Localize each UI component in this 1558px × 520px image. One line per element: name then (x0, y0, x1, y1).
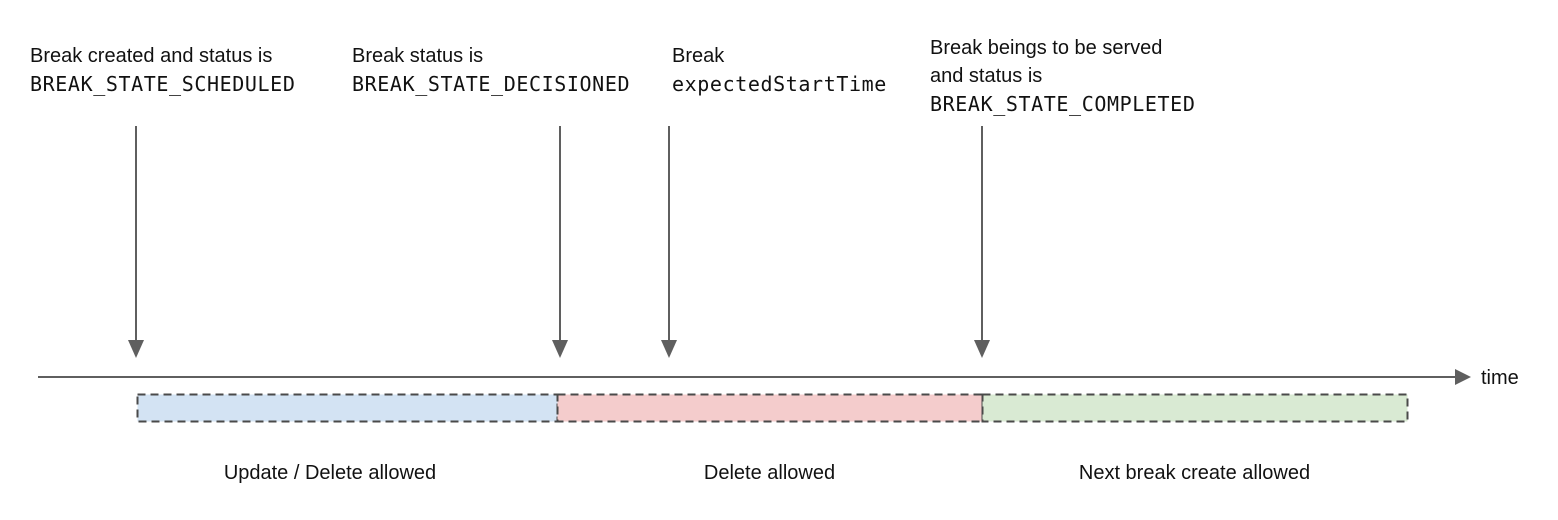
arrow-down-expected-start (668, 126, 670, 342)
phase-segment-update-delete (136, 393, 559, 423)
annotation-expected-start-code: expectedStartTime (672, 72, 887, 96)
phase-label-update-delete: Update / Delete allowed (223, 462, 437, 484)
annotation-decisioned-code: BREAK_STATE_DECISIONED (352, 72, 631, 96)
arrow-down-completed (981, 126, 983, 342)
annotation-expected-start-text: Break (672, 45, 725, 67)
phase-bar (136, 393, 1409, 423)
annotation-expected-start: Break expectedStartTime (672, 42, 887, 98)
phase-segment-delete (556, 393, 984, 423)
arrow-down-decisioned-head-icon (552, 340, 568, 358)
annotation-completed-text-line1: Break beings to be served (930, 37, 1163, 59)
arrow-down-expected-start-head-icon (661, 340, 677, 358)
arrow-down-scheduled (135, 126, 137, 342)
annotation-decisioned-text: Break status is (352, 45, 484, 67)
annotation-completed-code: BREAK_STATE_COMPLETED (930, 92, 1196, 116)
annotation-completed-text-line2: and status is (930, 65, 1043, 87)
time-axis-label: time (1481, 367, 1519, 389)
arrow-down-decisioned (559, 126, 561, 342)
phase-label-next-create: Next break create allowed (1078, 462, 1311, 484)
annotation-decisioned: Break status is BREAK_STATE_DECISIONED (352, 42, 630, 98)
phase-label-delete: Delete allowed (703, 462, 836, 484)
annotation-scheduled: Break created and status is BREAK_STATE_… (30, 42, 295, 98)
annotation-scheduled-text: Break created and status is (30, 45, 273, 67)
time-axis-arrowhead-icon (1455, 369, 1471, 385)
arrow-down-scheduled-head-icon (128, 340, 144, 358)
arrow-down-completed-head-icon (974, 340, 990, 358)
phase-segment-next-create (981, 393, 1409, 423)
annotation-completed: Break beings to be served and status is … (930, 34, 1195, 118)
annotation-scheduled-code: BREAK_STATE_SCHEDULED (30, 72, 296, 96)
time-axis (38, 376, 1455, 378)
